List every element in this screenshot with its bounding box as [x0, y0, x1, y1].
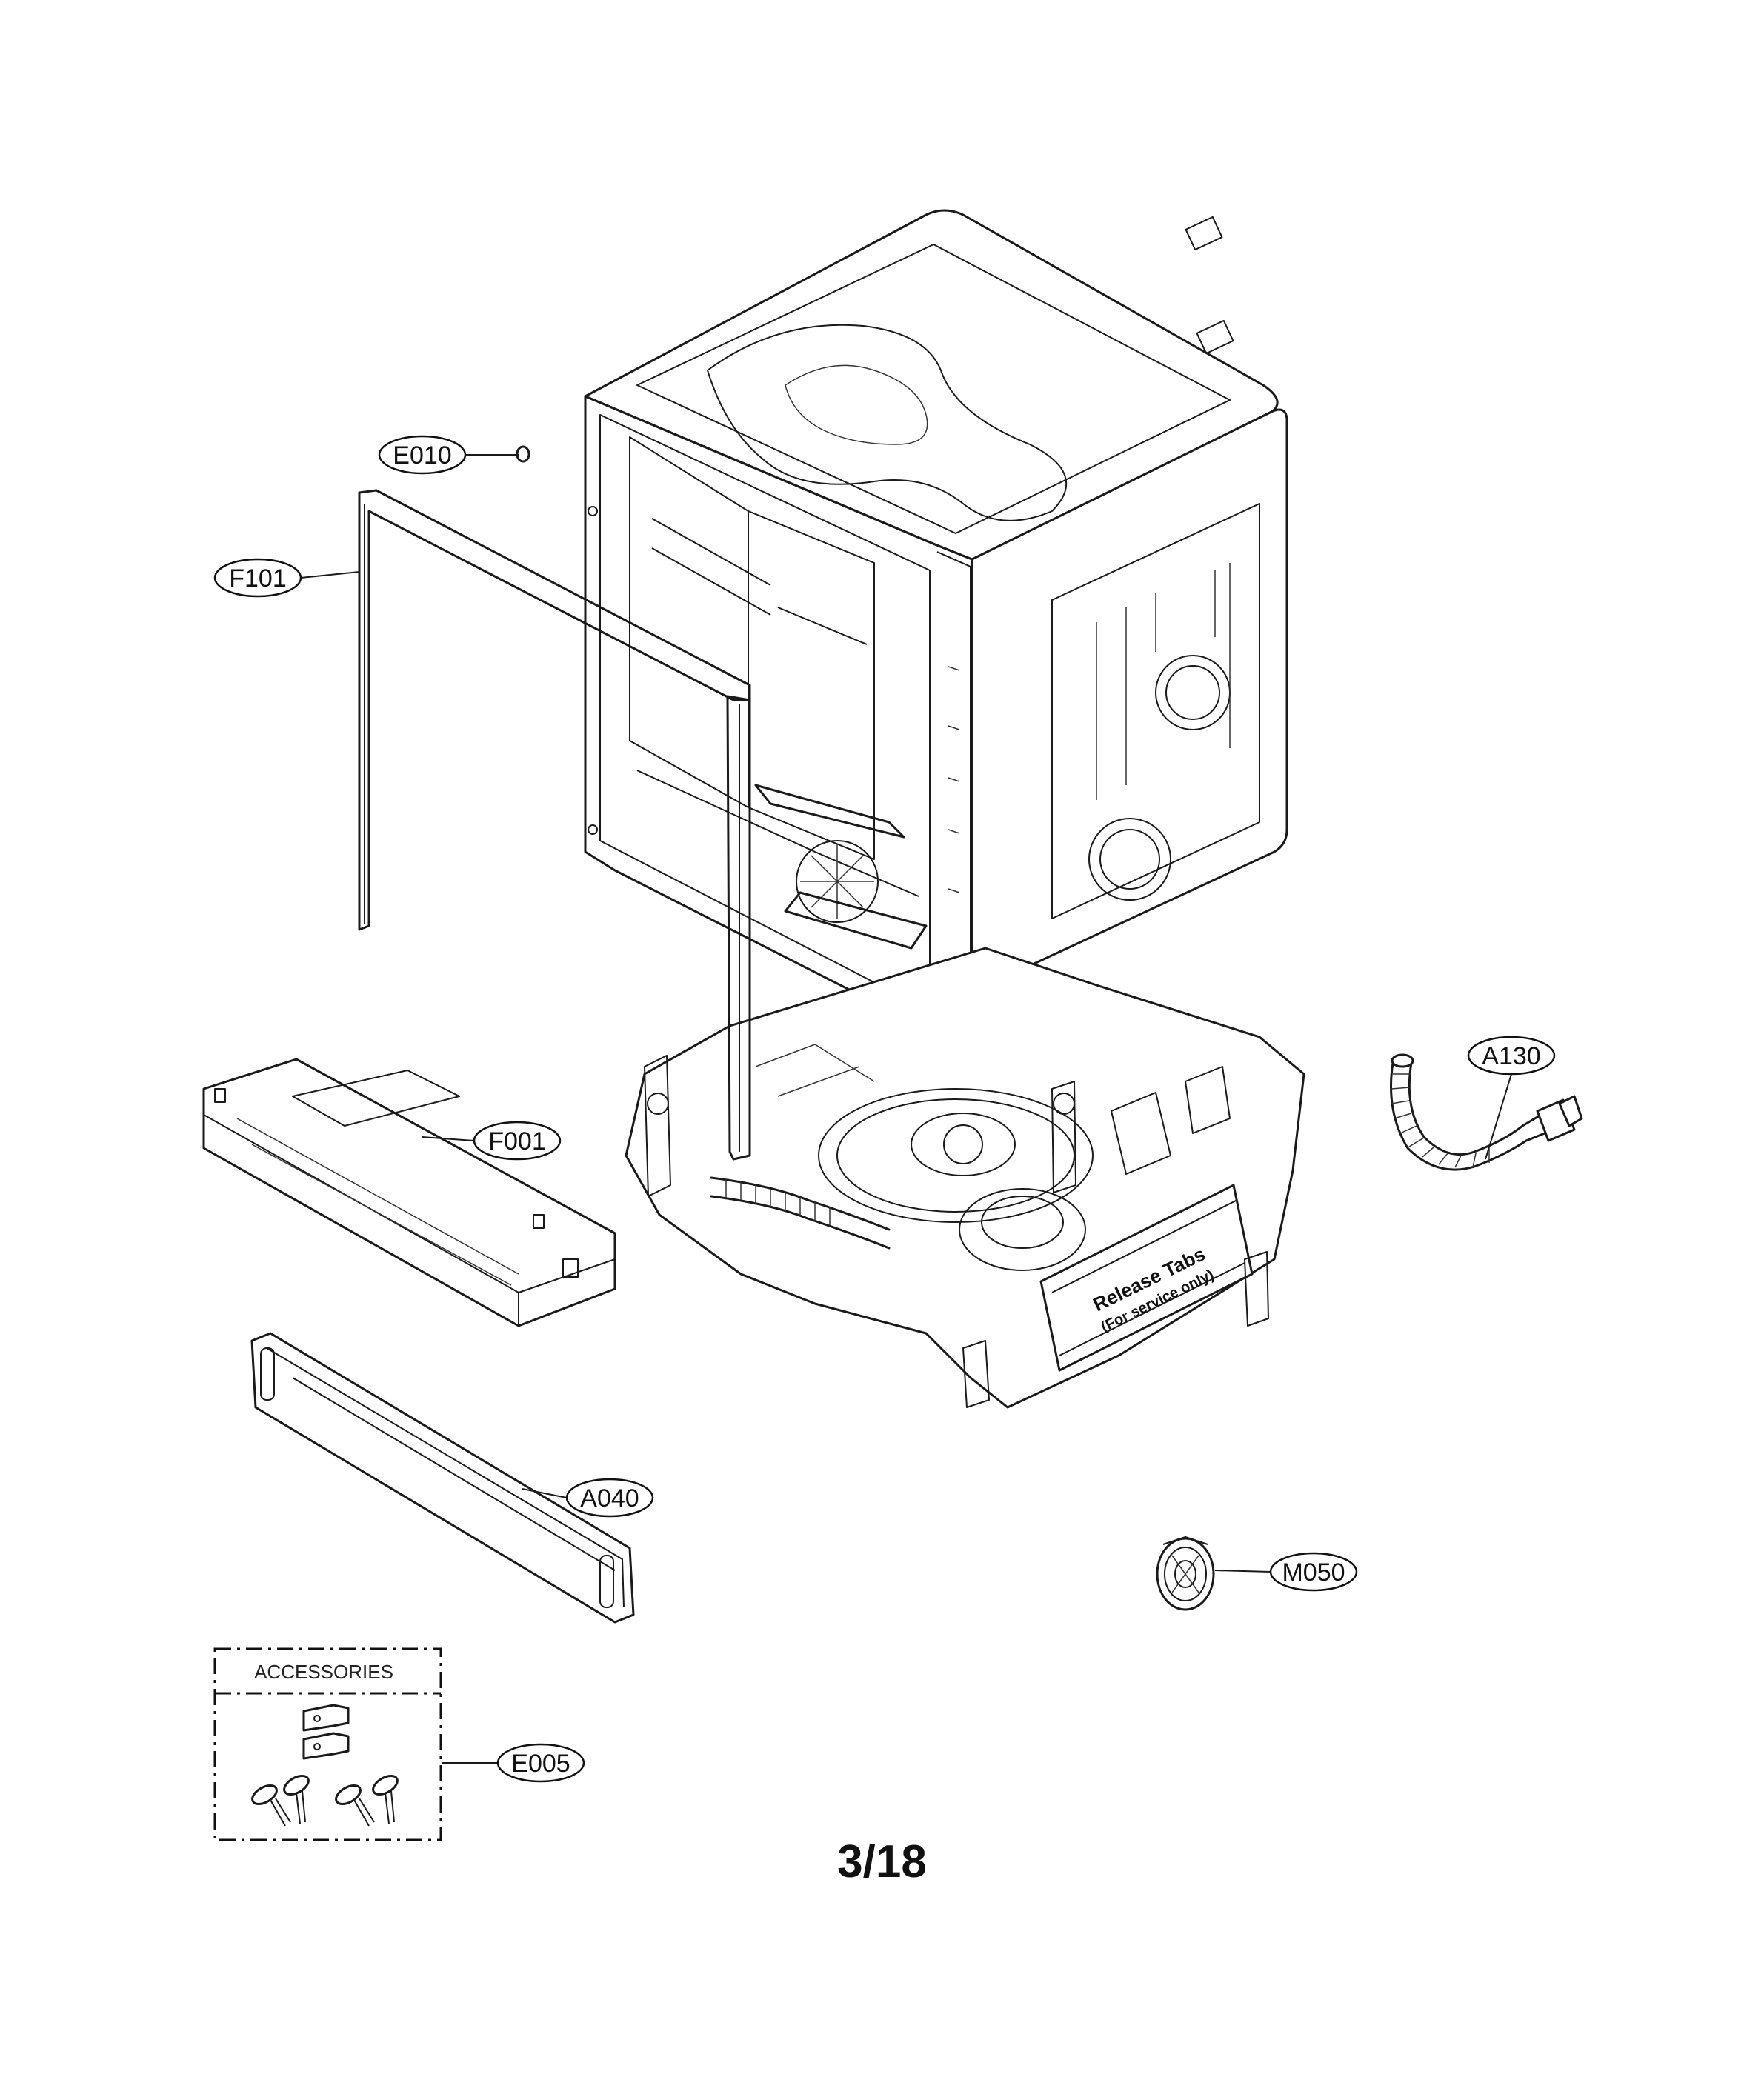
- callout-label: A040: [580, 1484, 639, 1513]
- callout-e005: E005: [442, 1743, 585, 1783]
- drain-hose-part: [1390, 1053, 1583, 1171]
- callout-m050: M050: [1214, 1552, 1358, 1592]
- door-gasket-part: [358, 489, 751, 1161]
- callout-label: M050: [1282, 1558, 1345, 1587]
- callout-label: A130: [1482, 1042, 1540, 1070]
- callout-a040: A040: [522, 1478, 654, 1518]
- knob-part: [516, 445, 530, 463]
- callout-f001: F001: [422, 1121, 562, 1161]
- callout-label: F101: [229, 564, 287, 593]
- callout-e010: E010: [378, 435, 519, 475]
- toe-kick-part: [250, 1332, 635, 1624]
- callout-label: F001: [488, 1127, 546, 1156]
- callout-label: E005: [511, 1750, 570, 1778]
- base-assembly: Release Tabs (For service only): [625, 947, 1305, 1409]
- accessories-label: ACCESSORIES: [254, 1661, 393, 1683]
- accessories-box: ACCESSORIES: [213, 1647, 442, 1841]
- screw-icon: [283, 1775, 310, 1824]
- screw-icon: [251, 1784, 291, 1827]
- tub-assembly: [584, 209, 1288, 1035]
- callout-f101: F101: [213, 558, 360, 598]
- motor-part: [1156, 1536, 1215, 1611]
- callout-a130: A130: [1467, 1036, 1556, 1160]
- screw-icon: [335, 1784, 375, 1827]
- page-number: 3/18: [837, 1836, 927, 1887]
- callout-label: E010: [393, 441, 451, 470]
- lower-cover-part: [202, 1058, 616, 1327]
- screw-icon: [372, 1775, 399, 1824]
